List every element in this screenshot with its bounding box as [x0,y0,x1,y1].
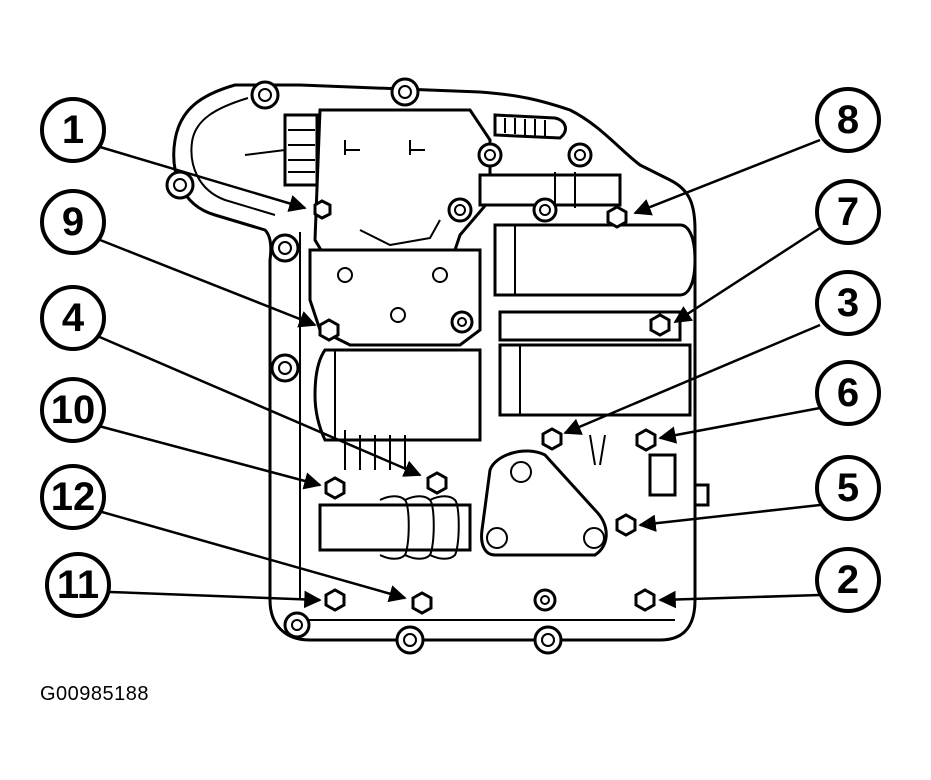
leader-lines [94,138,821,609]
callout-6: 6 [815,360,881,426]
leader-8 [633,138,821,216]
callout-3: 3 [815,270,881,336]
callout-circle [815,360,881,426]
callout-circle [40,285,106,351]
perimeter-bolts [165,77,593,655]
leader-4 [94,333,422,477]
callout-label: 12 [51,475,96,519]
callout-circle [815,179,881,245]
callout-12: 12 [40,464,106,530]
callout-circle [40,97,106,163]
leader-9 [94,236,317,328]
callout-label: 11 [57,563,99,607]
callout-label: 9 [62,200,84,244]
callout-circle [815,87,881,153]
callout-circle [815,547,881,613]
leader-10 [94,423,322,490]
callout-circle [40,464,106,530]
callout-label: 1 [62,108,84,152]
callout-7: 7 [815,179,881,245]
callout-label: 4 [62,296,85,340]
callout-label: 2 [837,558,859,602]
callout-circle [40,377,106,443]
callout-10: 10 [40,377,106,443]
leader-12 [94,508,407,603]
valve-body-outline [172,83,710,642]
leader-5 [638,503,821,532]
callout-8: 8 [815,87,881,153]
leader-7 [673,226,821,324]
callout-9: 9 [40,189,106,255]
callout-circle [40,189,106,255]
callout-2: 2 [815,547,881,613]
callout-1: 1 [40,97,106,163]
figure-id: G00985188 [40,683,150,705]
callout-11: 11 [45,552,111,618]
callout-label: 10 [51,388,96,432]
leader-1 [99,145,307,212]
leader-3 [563,323,821,435]
callout-circle [815,455,881,521]
numbered-bolts [313,199,671,615]
callout-label: 3 [837,281,859,325]
callout-5: 5 [815,455,881,521]
leader-11 [109,590,322,609]
leader-2 [658,590,821,609]
callout-label: 8 [837,98,859,142]
callout-label: 6 [837,371,859,415]
callout-label: 7 [837,190,859,234]
callout-circle [45,552,111,618]
leader-6 [658,406,821,444]
callout-label: 5 [837,466,859,510]
callout-circle [815,270,881,336]
callout-4: 4 [40,285,106,351]
